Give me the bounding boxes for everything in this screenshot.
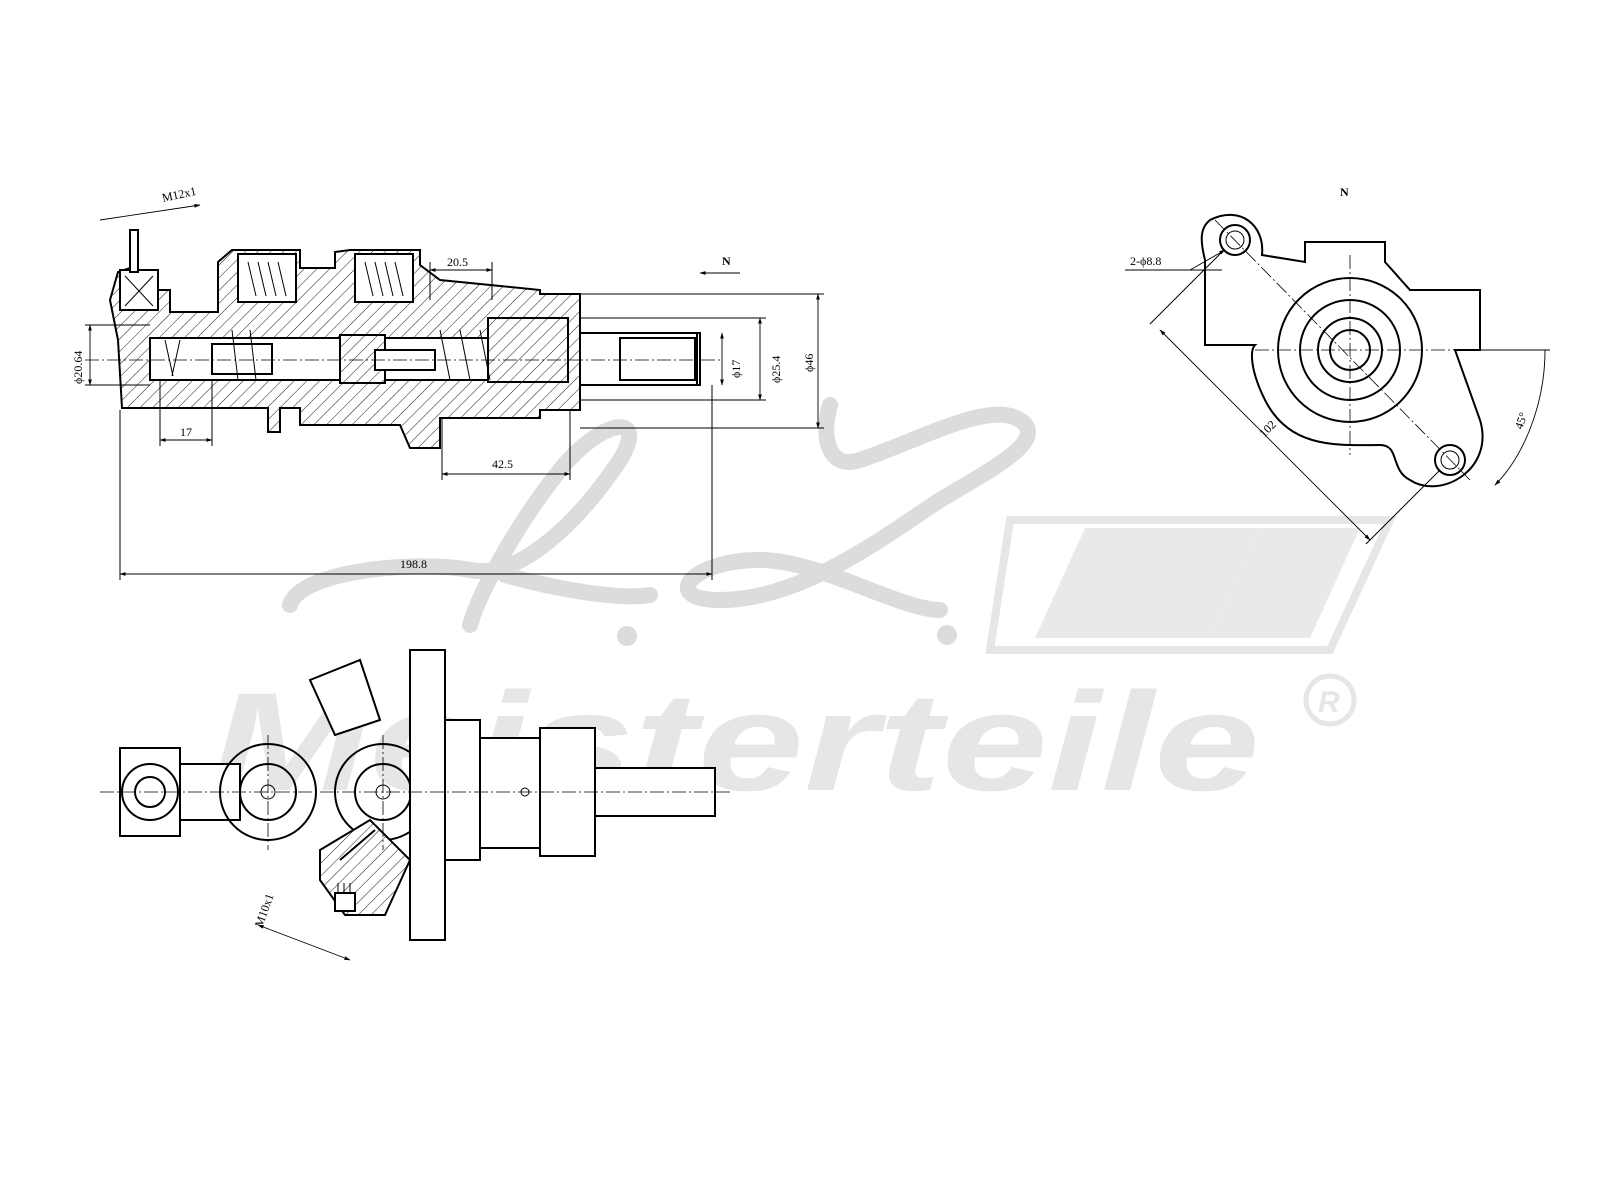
end-view-flange: [1200, 214, 1484, 488]
watermark-brand: Meisterteile: [210, 663, 1260, 820]
end-view: N 102 2-ϕ8.8 45°: [1125, 185, 1550, 545]
dimension-total-length: 198.8: [400, 557, 427, 571]
watermark-monogram: [282, 397, 1036, 646]
reservoir-port-2: [354, 253, 414, 303]
dimension-20-5: 20.5: [447, 255, 468, 269]
watermark-badge: [985, 516, 1397, 654]
reservoir-port-1: [237, 253, 297, 303]
lower-outlet-section: [319, 818, 412, 916]
return-springs: [164, 329, 491, 381]
outer-diameter-label: ϕ25.4: [769, 356, 783, 383]
outlet-fitting-m12: [119, 229, 159, 311]
section-view: M12x1 ϕ20.64 20.5 17 42.5 198.8 ϕ17: [71, 184, 824, 580]
flange-diameter-label: ϕ46: [802, 354, 816, 372]
thread-label-m10: M10x1: [252, 892, 277, 929]
dimension-17: 17: [180, 425, 192, 439]
seal-coils: [247, 261, 404, 297]
bore-diameter-label: ϕ20.64: [71, 351, 85, 384]
mounting-hole-1: [1219, 224, 1251, 256]
registered-mark-circle: [1303, 673, 1357, 727]
push-rod: [619, 337, 696, 381]
flange-collar: [444, 719, 481, 861]
fitting-stem: [129, 229, 139, 273]
dimension-42-5: 42.5: [492, 457, 513, 471]
mounting-holes-label: 2-ϕ8.8: [1130, 254, 1161, 268]
lower-outlet-fitting: [334, 829, 376, 912]
mounting-hole-2-inner: [1440, 450, 1460, 470]
watermark: Meisterteile R: [210, 397, 1397, 820]
upper-outlet-boss: [308, 658, 382, 737]
section-dimensions: M12x1 ϕ20.64 20.5 17 42.5 198.8 ϕ17: [71, 184, 824, 580]
primary-piston: [211, 343, 273, 375]
mounting-flange: [409, 649, 446, 941]
hole-spacing-label: 102: [1256, 417, 1279, 440]
rear-body: [479, 737, 541, 849]
rear-piston: [487, 317, 569, 383]
registered-mark: R: [1318, 686, 1340, 719]
mounting-hole-2: [1434, 444, 1466, 476]
top-view: M10x1: [100, 649, 730, 961]
view-marker-n: N: [722, 254, 731, 268]
thread-label-m12: M12x1: [161, 184, 198, 205]
fitting-cap: [334, 892, 356, 912]
plunger-diameter-label: ϕ17: [729, 360, 743, 378]
end-view-marker-n: N: [1340, 185, 1349, 199]
mounting-hole-1-inner: [1225, 230, 1245, 250]
angle-label: 45°: [1512, 410, 1531, 431]
fitting-nut: [119, 269, 159, 311]
